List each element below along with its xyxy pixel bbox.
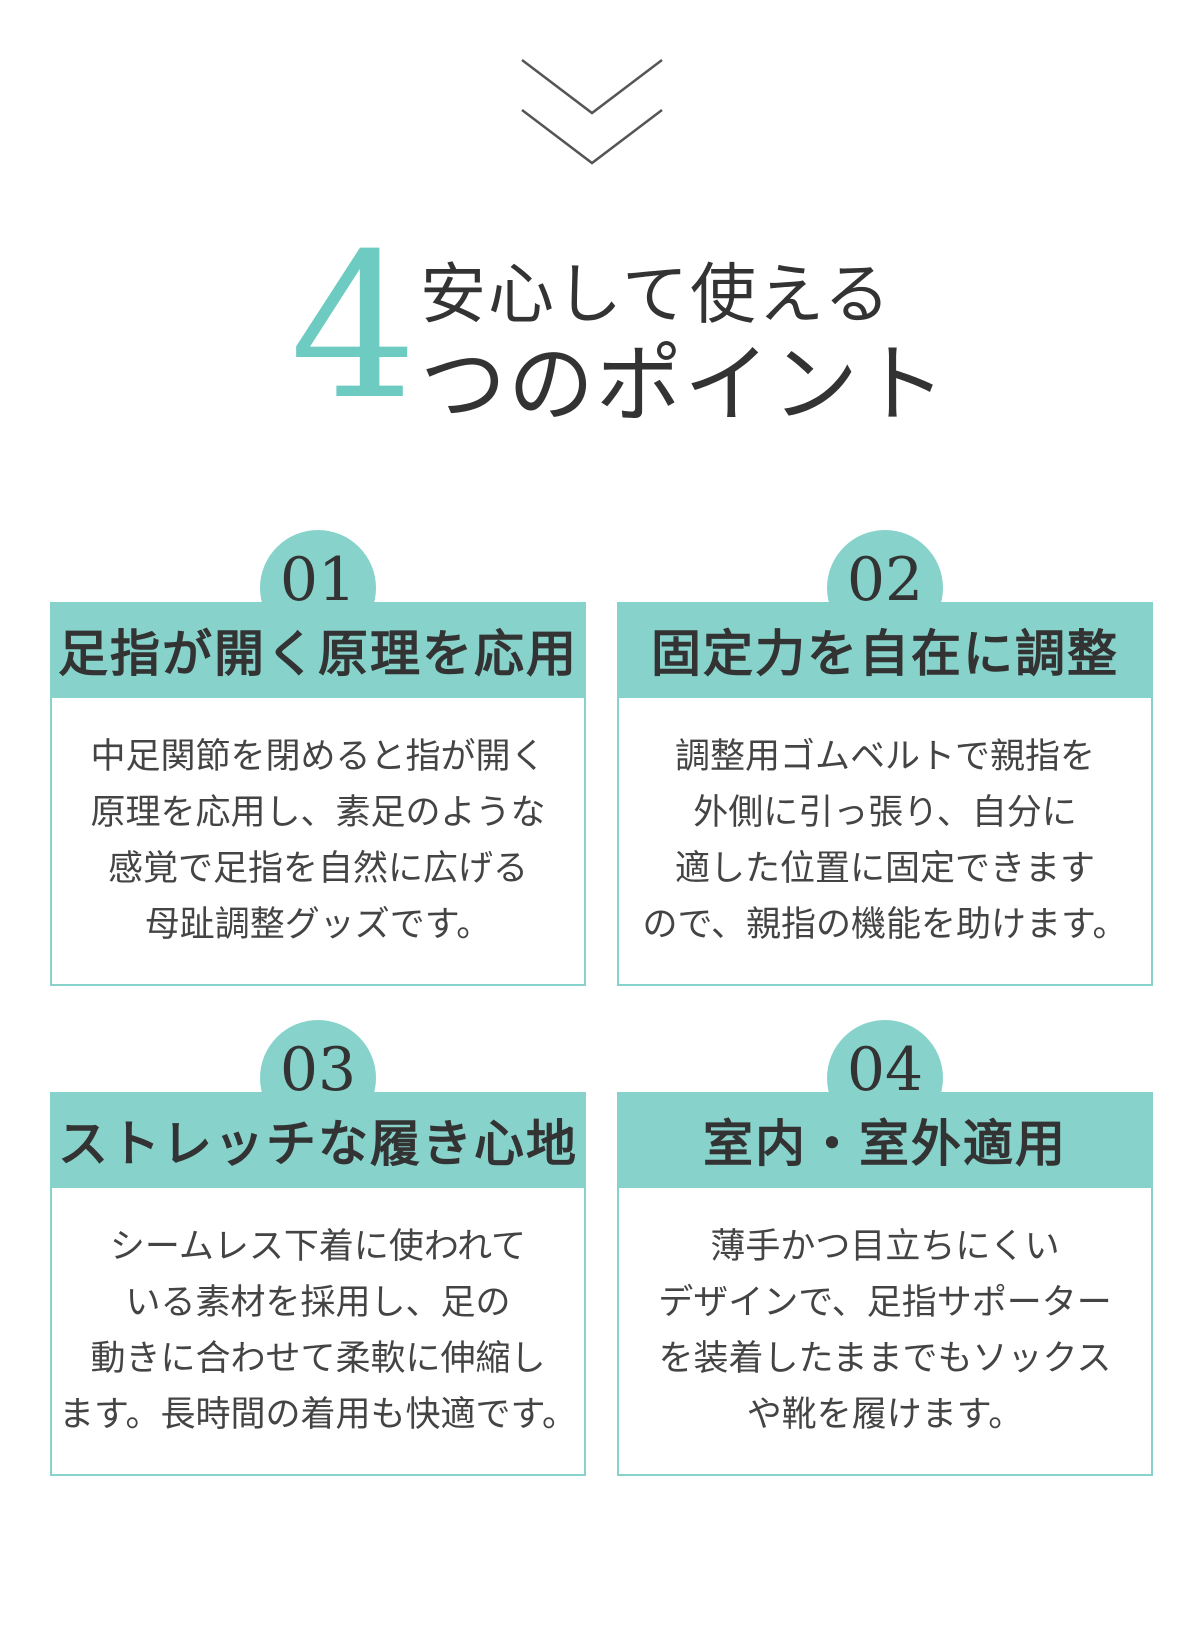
point-title: 固定力を自在に調整 [651,624,1119,683]
point-description-line: 母趾調整グッズです。 [144,905,492,945]
point-description-line: 薄手かつ目立ちにくい [710,1227,1060,1267]
point-body: 薄手かつ目立ちにくい デザインで、足指サポーター を装着したままでもソックス や… [617,1188,1153,1476]
point-description-line: 適した位置に固定できます [674,849,1095,889]
double-chevron-down-icon[interactable] [517,55,667,175]
point-body: シームレス下着に使われて いる素材を採用し、足の 動きに合わせて柔軟に伸縮し ま… [50,1188,586,1476]
point-title: ストレッチな履き心地 [58,1114,578,1173]
point-body: 中足関節を閉めると指が開く 原理を応用し、素足のような 感覚で足指を自然に広げる… [50,698,586,986]
point-description: シームレス下着に使われて いる素材を採用し、足の 動きに合わせて柔軟に伸縮し ま… [59,1219,577,1443]
point-title: 足指が開く原理を応用 [58,624,578,683]
point-description-line: や靴を履けます。 [746,1395,1024,1435]
point-description-line: を装着したままでもソックス [658,1339,1112,1379]
point-description-line: 感覚で足指を自然に広げる [107,849,528,889]
heading-line2: つのポイント [420,335,948,435]
point-description-line: シームレス下着に使われて [109,1227,527,1267]
point-description: 調整用ゴムベルトで親指を 外側に引っ張り、自分に 適した位置に固定できます ので… [642,729,1127,953]
point-description-line: 中足関節を閉めると指が開く [90,737,546,777]
point-body: 調整用ゴムベルトで親指を 外側に引っ張り、自分に 適した位置に固定できます ので… [617,698,1153,986]
point-description-line: 原理を応用し、素足のような [90,793,546,833]
point-card-02: 02 固定力を自在に調整 調整用ゴムベルトで親指を 外側に引っ張り、自分に 適し… [617,530,1153,990]
point-description-line: 動きに合わせて柔軟に伸縮し [90,1339,546,1379]
heading-line1: 安心して使える [420,256,893,333]
point-description-line: 外側に引っ張り、自分に [693,793,1077,833]
point-title-bar: ストレッチな履き心地 [50,1092,586,1188]
point-card-03: 03 ストレッチな履き心地 シームレス下着に使われて いる素材を採用し、足の 動… [50,1020,586,1480]
point-description-line: 調整用ゴムベルトで親指を [674,737,1095,777]
point-description-line: いる素材を採用し、足の [125,1283,511,1323]
heading-number: 4 [290,211,418,444]
point-description: 中足関節を閉めると指が開く 原理を応用し、素足のような 感覚で足指を自然に広げる… [90,729,545,953]
point-title-bar: 室内・室外適用 [617,1092,1153,1188]
point-title-bar: 固定力を自在に調整 [617,602,1153,698]
point-description-line: デザインで、足指サポーター [658,1283,1112,1323]
point-description-line: ます。長時間の着用も快適です。 [58,1395,577,1435]
point-card-04: 04 室内・室外適用 薄手かつ目立ちにくい デザインで、足指サポーター を装着し… [617,1020,1153,1480]
point-description-line: ので、親指の機能を助けます。 [642,905,1128,945]
point-description: 薄手かつ目立ちにくい デザインで、足指サポーター を装着したままでもソックス や… [658,1219,1112,1443]
point-card-01: 01 足指が開く原理を応用 中足関節を閉めると指が開く 原理を応用し、素足のよう… [50,530,586,990]
point-title-bar: 足指が開く原理を応用 [50,602,586,698]
point-title: 室内・室外適用 [703,1114,1067,1173]
